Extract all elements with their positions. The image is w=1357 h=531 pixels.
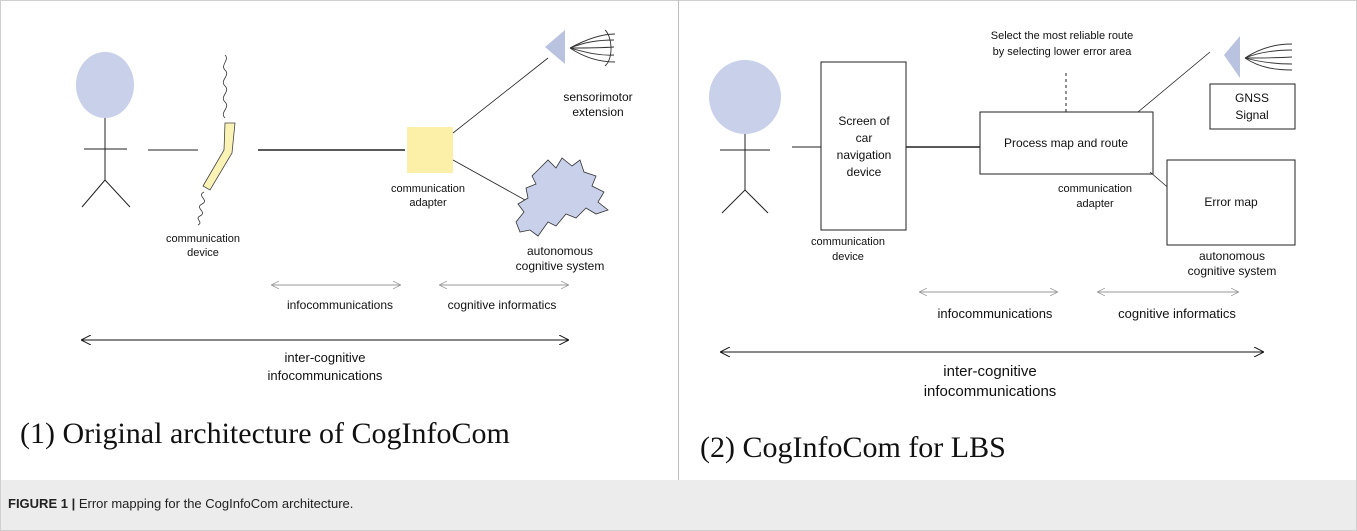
figure-caption: FIGURE 1 | Error mapping for the CogInfo… [8, 496, 353, 511]
right-panel-title: (2) CogInfoCom for LBS [700, 431, 1006, 464]
right-comm-adapter-label-2: adapter [1076, 198, 1114, 210]
screen-of-car-navigation-box [820, 61, 907, 231]
right-infocommunications-label: infocommunications [938, 306, 1053, 321]
screen-box-label-1: Screen of [838, 114, 890, 128]
adapter-to-sensor-line [452, 57, 549, 134]
right-inter-cognitive-label-2: infocommunications [924, 383, 1057, 400]
screen-box-label-3: navigation [837, 148, 892, 162]
gnss-signal-box [1209, 83, 1296, 130]
right-cognitive-informatics-label: cognitive informatics [1118, 306, 1236, 321]
sensorimotor-label-2: extension [572, 105, 623, 119]
left-panel: communication device communication adapt… [20, 29, 633, 450]
sensorimotor-extension-icon [545, 29, 616, 67]
sensorimotor-label-1: sensorimotor [563, 90, 632, 104]
left-comm-adapter-label-2: adapter [409, 197, 447, 209]
human-head [76, 52, 134, 118]
left-inter-cognitive-label-2: infocommunications [268, 368, 383, 383]
select-note-label-1: Select the most reliable route [991, 30, 1133, 42]
right-comm-adapter-label-1: communication [1058, 183, 1132, 195]
human-figure-left [76, 52, 134, 208]
communication-adapter-box [407, 127, 453, 173]
process-to-gnss-line [1137, 51, 1211, 113]
caption-band [1, 480, 1356, 530]
autonomous-cognitive-system-blob [515, 157, 609, 237]
communication-device-icon [197, 54, 236, 226]
left-infocommunications-label: infocommunications [287, 298, 393, 312]
left-comm-adapter-label-1: communication [391, 183, 465, 195]
human-figure-right [709, 60, 781, 214]
select-note-label-2: by selecting lower error area [993, 46, 1133, 58]
left-autonomous-label-1: autonomous [527, 244, 593, 258]
process-box-label: Process map and route [1004, 136, 1128, 150]
error-map-box [1166, 159, 1296, 246]
left-comm-device-label-2: device [187, 247, 219, 259]
error-map-label: Error map [1204, 195, 1258, 209]
screen-box-label-2: car [856, 131, 873, 145]
gnss-sensor-icon [1224, 36, 1293, 78]
screen-box-label-4: device [847, 165, 882, 179]
right-autonomous-label-2: cognitive system [1188, 264, 1277, 278]
left-autonomous-label-2: cognitive system [516, 259, 605, 273]
caption-text: Error mapping for the CogInfoCom archite… [75, 496, 354, 511]
right-autonomous-label-1: autonomous [1199, 249, 1265, 263]
right-comm-device-label-1: communication [811, 236, 885, 248]
left-panel-title: (1) Original architecture of CogInfoCom [20, 417, 510, 450]
gnss-box-label-1: GNSS [1235, 91, 1269, 105]
right-inter-cognitive-label-1: inter-cognitive [943, 363, 1036, 380]
right-panel: Screen of car navigation device communic… [700, 30, 1296, 464]
left-comm-device-label-1: communication [166, 233, 240, 245]
human-head-right [709, 60, 781, 134]
gnss-box-label-2: Signal [1235, 108, 1268, 122]
adapter-to-cloud-line [452, 159, 526, 201]
caption-label: FIGURE 1 | [8, 496, 76, 511]
right-comm-device-label-2: device [832, 251, 864, 263]
panel-divider [678, 0, 679, 480]
process-map-and-route-box [979, 111, 1154, 175]
diagram-canvas: communication device communication adapt… [20, 29, 1296, 464]
left-cognitive-informatics-label: cognitive informatics [448, 298, 557, 312]
left-inter-cognitive-label-1: inter-cognitive [285, 350, 366, 365]
